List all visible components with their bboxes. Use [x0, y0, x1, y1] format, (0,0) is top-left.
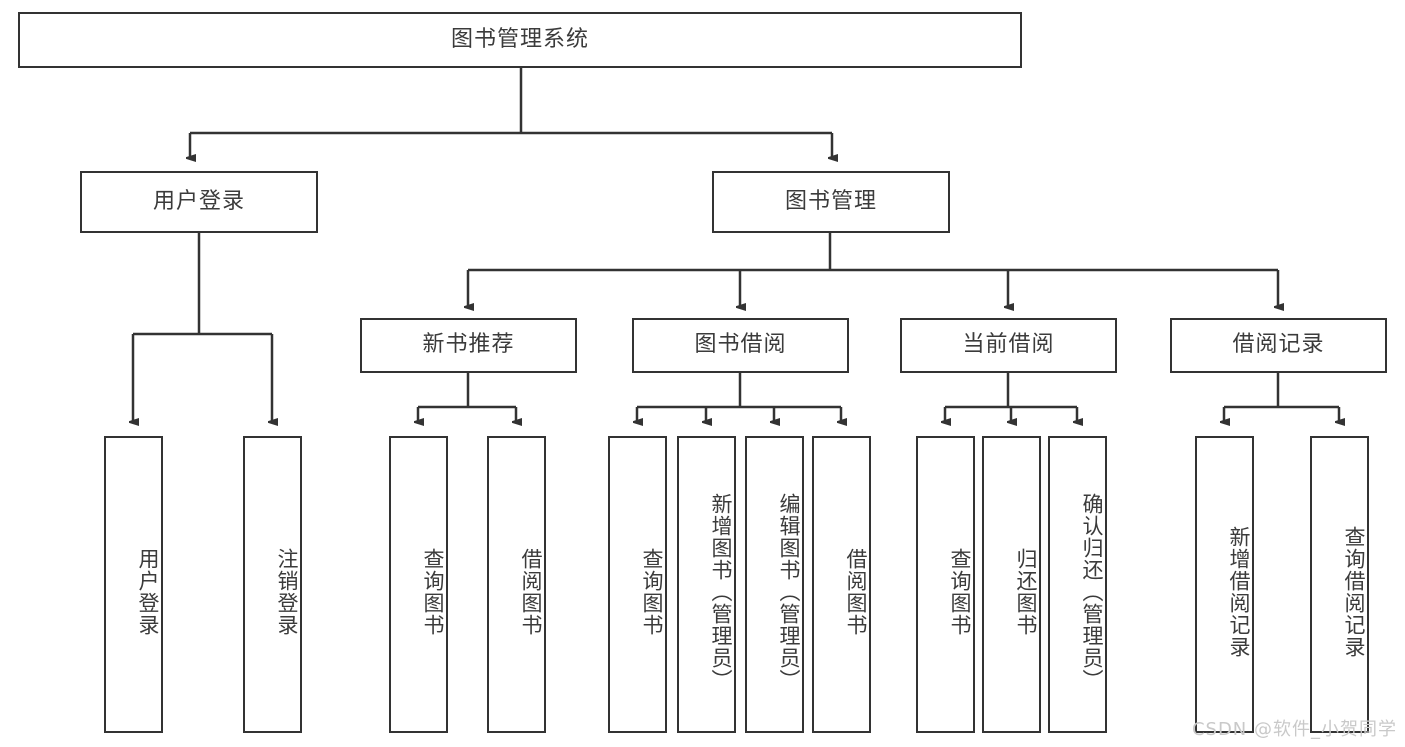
leaf-label: 用户登录	[136, 547, 160, 636]
leaf-book-borrow-edit[interactable]: 编辑图书（管理员）	[745, 436, 804, 733]
node-user-login-label: 用户登录	[152, 188, 245, 214]
node-current-borrow[interactable]: 当前借阅	[900, 318, 1117, 373]
leaf-current-borrow-query[interactable]: 查询图书	[916, 436, 975, 733]
leaf-label: 确认归还（管理员）	[1080, 492, 1104, 691]
node-borrow-record-label: 借阅记录	[1232, 332, 1325, 358]
leaf-label: 查询图书	[421, 547, 445, 636]
leaf-current-borrow-return[interactable]: 归还图书	[982, 436, 1041, 733]
leaf-label: 注销登录	[275, 547, 299, 636]
leaf-book-borrow-add[interactable]: 新增图书（管理员）	[677, 436, 736, 733]
node-book-borrow[interactable]: 图书借阅	[632, 318, 849, 373]
node-user-login[interactable]: 用户登录	[80, 171, 318, 233]
node-root-label: 图书管理系统	[450, 26, 589, 52]
leaf-label: 查询图书	[640, 547, 664, 636]
leaf-book-borrow-query[interactable]: 查询图书	[608, 436, 667, 733]
node-current-borrow-label: 当前借阅	[962, 332, 1055, 358]
leaf-borrow-record-add[interactable]: 新增借阅记录	[1195, 436, 1254, 733]
leaf-label: 查询借阅记录	[1342, 525, 1366, 658]
leaf-current-borrow-confirm[interactable]: 确认归还（管理员）	[1048, 436, 1107, 733]
leaf-borrow-record-query[interactable]: 查询借阅记录	[1310, 436, 1369, 733]
node-root[interactable]: 图书管理系统	[18, 12, 1022, 68]
node-book-management-label: 图书管理	[784, 188, 877, 214]
leaf-label: 查询图书	[948, 547, 972, 636]
node-borrow-record[interactable]: 借阅记录	[1170, 318, 1387, 373]
node-book-management[interactable]: 图书管理	[712, 171, 950, 233]
leaf-user-login-logout[interactable]: 注销登录	[243, 436, 302, 733]
leaf-new-book-query[interactable]: 查询图书	[389, 436, 448, 733]
node-new-book-recommend-label: 新书推荐	[422, 332, 515, 358]
leaf-label: 新增图书（管理员）	[709, 492, 733, 691]
leaf-book-borrow-borrow[interactable]: 借阅图书	[812, 436, 871, 733]
leaf-label: 借阅图书	[844, 547, 868, 636]
csdn-watermark: CSDN @软件_小贺同学	[1191, 719, 1397, 740]
leaf-label: 新增借阅记录	[1227, 525, 1251, 658]
node-new-book-recommend[interactable]: 新书推荐	[360, 318, 577, 373]
leaf-user-login-login[interactable]: 用户登录	[104, 436, 163, 733]
leaf-new-book-borrow[interactable]: 借阅图书	[487, 436, 546, 733]
node-book-borrow-label: 图书借阅	[694, 332, 787, 358]
leaf-label: 借阅图书	[519, 547, 543, 636]
leaf-label: 归还图书	[1014, 547, 1038, 636]
leaf-label: 编辑图书（管理员）	[777, 492, 801, 691]
